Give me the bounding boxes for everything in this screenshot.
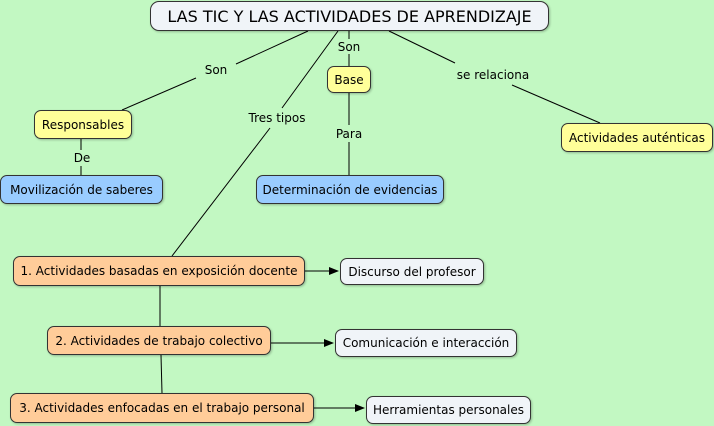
link-label-son-left: Son bbox=[202, 63, 230, 77]
line-son-responsables bbox=[121, 77, 197, 111]
link-label-son-middle: Son bbox=[335, 40, 363, 54]
line-se-relaciona-autenticas bbox=[511, 84, 601, 124]
concept-actividad-trabajo-personal[interactable]: 3. Actividades enfocadas en el trabajo p… bbox=[10, 393, 314, 423]
concept-comunicacion-e-interaccion[interactable]: Comunicación e interacción bbox=[335, 329, 517, 357]
concept-actividades-autenticas[interactable]: Actividades auténticas bbox=[561, 123, 713, 152]
line-title-son-left bbox=[235, 30, 309, 65]
line-title-se-relaciona bbox=[388, 30, 456, 64]
link-label-de: De bbox=[71, 151, 93, 165]
concept-actividad-trabajo-colectivo[interactable]: 2. Actividades de trabajo colectivo bbox=[47, 326, 271, 355]
link-label-tres-tipos: Tres tipos bbox=[246, 111, 308, 125]
concept-base[interactable]: Base bbox=[327, 66, 371, 93]
concept-discurso-del-profesor[interactable]: Discurso del profesor bbox=[340, 258, 484, 285]
concept-responsables[interactable]: Responsables bbox=[34, 110, 132, 139]
link-label-para: Para bbox=[333, 127, 365, 141]
concept-actividad-exposicion-docente[interactable]: 1. Actividades basadas en exposición doc… bbox=[13, 256, 305, 286]
concept-herramientas-personales[interactable]: Herramientas personales bbox=[366, 396, 531, 424]
line-act2-act3 bbox=[160, 354, 163, 394]
line-title-tres-tipos bbox=[281, 30, 339, 109]
concept-title[interactable]: LAS TIC Y LAS ACTIVIDADES DE APRENDIZAJE bbox=[150, 1, 549, 31]
concept-movilizacion-de-saberes[interactable]: Movilización de saberes bbox=[0, 175, 163, 204]
concept-determinacion-de-evidencias[interactable]: Determinación de evidencias bbox=[256, 175, 444, 204]
link-label-se-relaciona: se relaciona bbox=[454, 68, 532, 82]
line-tres-tipos-act1 bbox=[171, 127, 271, 257]
